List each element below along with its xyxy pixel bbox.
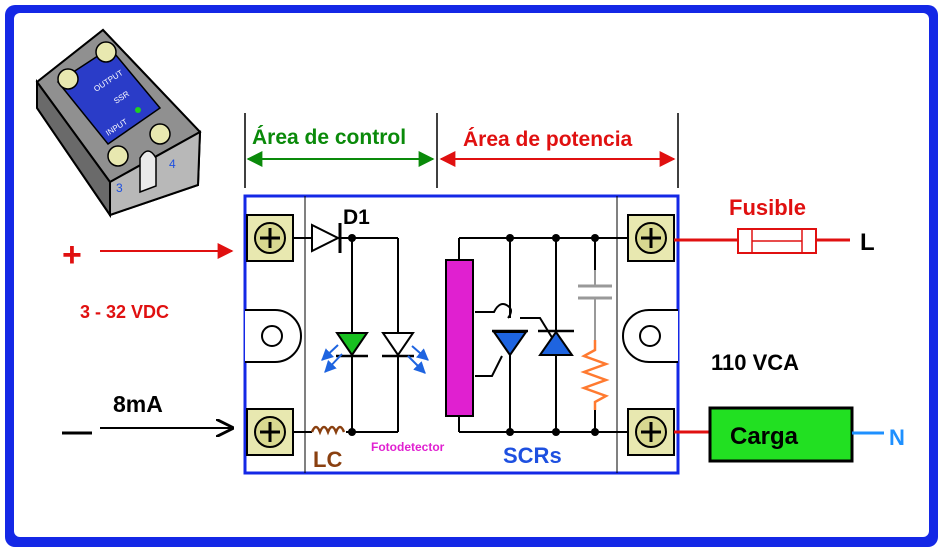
neutral-label: N: [889, 425, 905, 450]
voltage-ac-label: 110 VCA: [711, 350, 799, 375]
relay-terminal-4: 4: [169, 157, 176, 171]
load-box: [708, 406, 854, 463]
output-terminal-line-icon: [626, 213, 676, 263]
voltage-dc-label: 3 - 32 VDC: [80, 302, 169, 322]
fuse-icon: [737, 228, 817, 254]
diode-label: D1: [343, 206, 370, 229]
negative-sign: —: [62, 415, 92, 448]
input-terminal-positive-icon: [245, 213, 295, 263]
output-terminal-load-icon: [626, 407, 676, 457]
load-label: Carga: [730, 423, 799, 450]
photodetector-bar: [445, 259, 474, 417]
relay-terminal-3: 3: [116, 181, 123, 195]
positive-sign: +: [62, 236, 82, 274]
control-area-label: Área de control: [252, 126, 406, 149]
photodetector-label: Fotodetector: [371, 440, 445, 454]
scr-icon: [492, 329, 574, 357]
photodiode-icon: [381, 332, 429, 374]
mounting-hole-left: [245, 309, 302, 363]
scrs-label: SCRs: [503, 443, 562, 468]
current-label: 8mA: [113, 391, 163, 417]
diode-icon: [311, 223, 342, 253]
mounting-hole-right: [622, 309, 678, 363]
resistor-icon: [580, 340, 610, 410]
fuse-label: Fusible: [729, 195, 806, 220]
line-label: L: [860, 229, 875, 256]
coil-label: LC: [313, 447, 342, 472]
led-icon: [321, 332, 369, 373]
solid-state-relay-icon: OUTPUT SSR INPUT 3 4: [35, 28, 202, 219]
coil-icon: [310, 425, 346, 436]
power-area-label: Área de potencia: [463, 128, 633, 151]
area-markers: [244, 113, 679, 188]
input-terminal-negative-icon: [245, 407, 295, 457]
capacitor-icon: [578, 270, 612, 340]
